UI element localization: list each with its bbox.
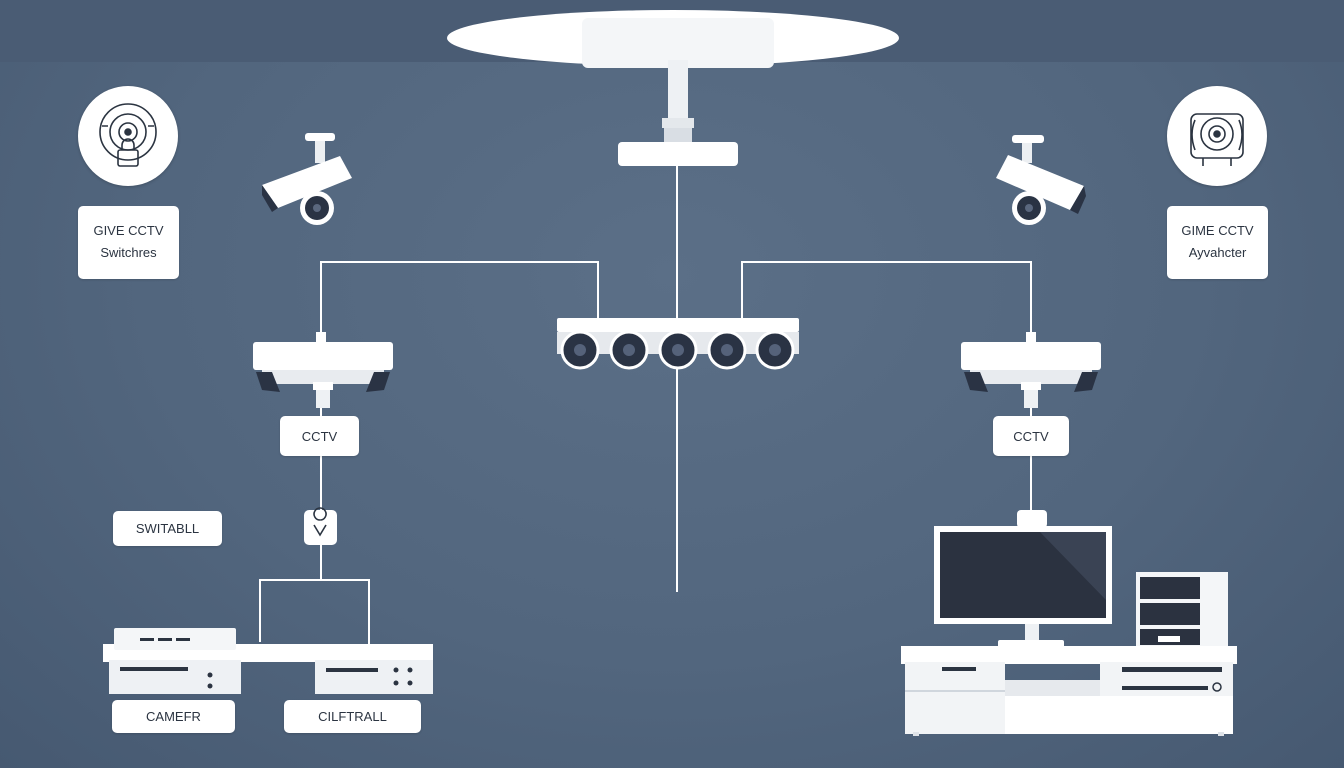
right-bullet-camera [996, 135, 1086, 225]
top-right-label: GIME CCTV Ayvahcter [1167, 206, 1268, 279]
top-left-label-line1: GIVE CCTV [93, 223, 164, 238]
cctv-left-text: CCTV [301, 428, 338, 444]
right-dual-camera [961, 332, 1101, 408]
cctv-left-label: CCTV [280, 416, 359, 456]
top-left-label-line2: Switchres [100, 245, 157, 260]
left-bullet-camera [262, 133, 352, 225]
camera-dome-icon [1167, 86, 1267, 186]
top-right-label-line1: GIME CCTV [1181, 223, 1254, 238]
central-text: CILFTRALL [318, 709, 387, 724]
central-camera-hub [557, 318, 799, 370]
connector-node [304, 507, 337, 545]
cctv-right-text: CCTV [1013, 428, 1049, 444]
monitor-workstation [901, 510, 1237, 736]
connection-wires [259, 166, 1032, 645]
central-label: CILFTRALL [284, 700, 421, 733]
switch-text: SWITABLL [135, 521, 200, 536]
left-equipment-desk [103, 628, 433, 694]
ceiling-light [447, 10, 899, 166]
top-left-label: GIVE CCTV Switchres [78, 206, 179, 279]
camera-lock-icon [78, 86, 178, 186]
left-dual-camera [253, 332, 393, 408]
switch-label: SWITABLL [113, 511, 222, 546]
cctv-right-label: CCTV [993, 416, 1069, 456]
camera-label: CAMEFR [112, 700, 235, 733]
camera-text: CAMEFR [146, 709, 201, 724]
top-right-label-line2: Ayvahcter [1188, 245, 1247, 260]
